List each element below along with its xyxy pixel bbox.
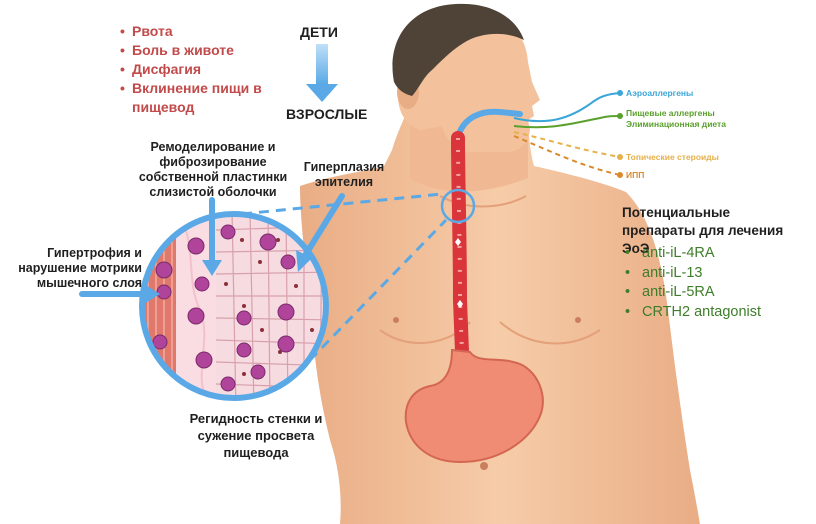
stomach xyxy=(404,348,544,464)
zoom-connector-bottom xyxy=(308,218,448,362)
hair xyxy=(392,3,524,97)
drug-item: anti-iL-4RA xyxy=(625,244,761,264)
esophagus xyxy=(451,131,469,359)
age-to-label: ВЗРОСЛЫЕ xyxy=(286,106,368,122)
age-arrow xyxy=(306,44,338,102)
rigidity-label: Регидность стенки и сужение просвета пищ… xyxy=(189,411,323,460)
torso xyxy=(300,104,700,524)
symptom-item: Рвота xyxy=(120,22,282,41)
drug-item: CRTH2 antagonist xyxy=(625,303,761,323)
route-label-aeroallergens: Аэроаллергены xyxy=(626,88,694,98)
route-label-food-allergens: Пищевые аллергены xyxy=(626,108,715,118)
eosinophils xyxy=(152,224,296,392)
hypertrophy-label: Гипертрофия и нарушение мотрики мышечног… xyxy=(18,246,142,290)
age-from-label: ДЕТИ xyxy=(300,24,338,40)
human-body xyxy=(300,3,700,524)
digestive-tract xyxy=(404,108,544,464)
pointer-arrows xyxy=(79,193,345,304)
drug-item: anti-iL-13 xyxy=(625,264,761,284)
route-lines xyxy=(513,90,623,178)
route-label-elimination-diet: Элиминационная диета xyxy=(626,119,726,129)
airway xyxy=(455,108,523,139)
symptom-list: Рвота Боль в животе Дисфагия Вклинение п… xyxy=(120,22,282,117)
remodeling-label: Ремоделирование и фиброзирование собстве… xyxy=(138,140,288,199)
symptom-item: Дисфагия xyxy=(120,60,282,79)
route-label-ppi: ИПП xyxy=(626,170,645,180)
zoom-target-ring xyxy=(440,188,476,224)
symptom-item: Вклинение пищи в пищевод xyxy=(120,79,282,117)
symptom-item: Боль в животе xyxy=(120,41,282,60)
drug-list: anti-iL-4RA anti-iL-13 anti-iL-5RA CRTH2… xyxy=(625,244,761,322)
route-label-topical-steroids: Топические стероиды xyxy=(626,152,719,162)
hyperplasia-label: Гиперплазия эпителия xyxy=(303,160,385,189)
drug-item: anti-iL-5RA xyxy=(625,283,761,303)
